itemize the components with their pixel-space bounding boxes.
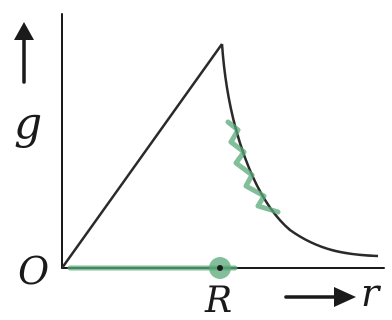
highlight-mark-curve [225, 119, 281, 215]
origin-label: O [18, 249, 49, 293]
g-arrow-head [14, 22, 34, 40]
r-arrow-head [334, 287, 356, 307]
x-axis-label: r [361, 271, 382, 315]
g-inside-linear-line [60, 43, 224, 269]
radius-point [217, 265, 223, 271]
y-axis-label: g [14, 98, 42, 149]
radius-label: R [204, 280, 232, 320]
g-outside-decay-curve [220, 43, 379, 258]
